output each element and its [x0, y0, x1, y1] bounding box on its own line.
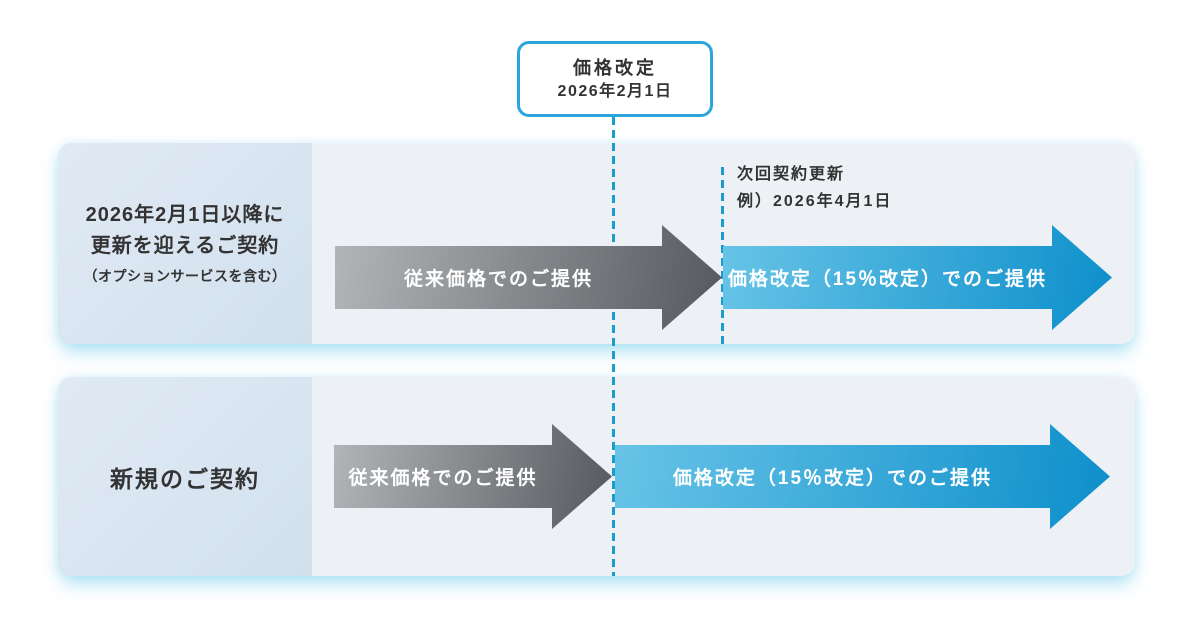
callout-date: 2026年2月1日	[557, 83, 673, 100]
price-revision-callout: 価格改定 2026年2月1日	[517, 41, 713, 117]
row2-legacy-price-arrow-label: 従来価格でのご提供	[348, 468, 538, 489]
renewing-contracts-label-box: 2026年2月1日以降に 更新を迎えるご契約 （オプションサービスを含む）	[58, 143, 312, 344]
renewing-contracts-label-line1: 2026年2月1日以降に	[85, 203, 285, 226]
next-renewal-example: 例）2026年4月1日	[737, 193, 893, 210]
next-renewal-annotation: 次回契約更新 例）2026年4月1日	[737, 161, 892, 215]
row1-legacy-price-arrow-label: 従来価格でのご提供	[403, 269, 593, 290]
revision-date-dashed-line	[612, 117, 615, 576]
callout-title: 価格改定	[573, 58, 657, 78]
row2-revised-price-arrow-label: 価格改定（15％改定）でのご提供	[672, 468, 993, 489]
renewing-contracts-label-note: （オプションサービスを含む）	[83, 267, 287, 284]
new-contracts-label-box: 新規のご契約	[58, 377, 312, 576]
next-renewal-title: 次回契約更新	[737, 166, 846, 183]
renewing-contracts-label-line2: 更新を迎えるご契約	[90, 234, 280, 257]
renewing-contracts-panel: 2026年2月1日以降に 更新を迎えるご契約 （オプションサービスを含む）	[58, 143, 1135, 344]
renewal-date-dashed-line	[721, 167, 724, 344]
row1-revised-price-arrow-label: 価格改定（15％改定）でのご提供	[727, 269, 1048, 290]
new-contracts-label: 新規のご契約	[110, 465, 260, 492]
